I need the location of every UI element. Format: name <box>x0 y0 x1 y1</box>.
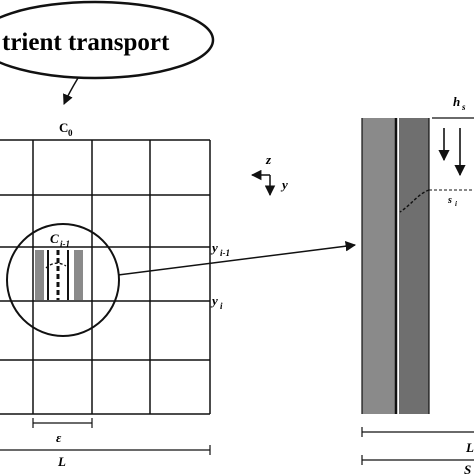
svg-text:S: S <box>464 462 471 474</box>
svg-text:C: C <box>50 231 59 246</box>
svg-text:y: y <box>210 240 218 255</box>
hs-dimension: h s <box>432 94 474 177</box>
svg-text:i-1: i-1 <box>220 248 230 258</box>
svg-text:C: C <box>59 120 68 135</box>
detail-wall-right <box>399 118 429 414</box>
title-ellipse <box>0 0 215 80</box>
si-label: s i <box>447 195 457 208</box>
svg-text:y: y <box>210 293 218 308</box>
y-i-minus-1-label: y i-1 <box>210 240 230 258</box>
zoom-arrow <box>117 240 357 276</box>
detail-bottom-dimensions: L S <box>361 427 474 474</box>
svg-text:h: h <box>453 94 460 109</box>
zoom-circle <box>6 223 120 337</box>
grid-pore <box>35 250 83 300</box>
pore-wall-right <box>74 250 83 300</box>
svg-text:L: L <box>465 440 474 455</box>
svg-text:y: y <box>280 177 288 192</box>
title-pointer-arrow <box>63 77 79 105</box>
L-dimension: L <box>0 445 211 469</box>
title-bubble: trient transport <box>0 0 215 80</box>
c0-label: C 0 <box>59 120 73 138</box>
svg-text:s: s <box>461 102 466 112</box>
title-text: trient transport <box>2 29 170 56</box>
y-i-label: y i <box>210 293 223 311</box>
svg-text:ε: ε <box>56 430 62 445</box>
grid <box>0 139 211 415</box>
pore-wall-left <box>35 250 44 300</box>
detail-panel <box>361 118 474 414</box>
svg-text:i: i <box>455 200 457 208</box>
svg-text:s: s <box>447 195 452 206</box>
svg-text:i-1: i-1 <box>60 239 70 249</box>
svg-text:z: z <box>265 152 272 167</box>
detail-wall-left <box>362 118 396 414</box>
detail-front <box>399 189 430 213</box>
svg-text:i: i <box>220 301 223 311</box>
svg-text:0: 0 <box>68 128 73 138</box>
c-i-minus-1-label: C i-1 <box>50 231 70 249</box>
epsilon-dimension: ε <box>32 418 93 445</box>
svg-text:L: L <box>57 454 66 469</box>
pore-front <box>45 262 67 269</box>
axes-indicator: z y <box>250 152 288 197</box>
